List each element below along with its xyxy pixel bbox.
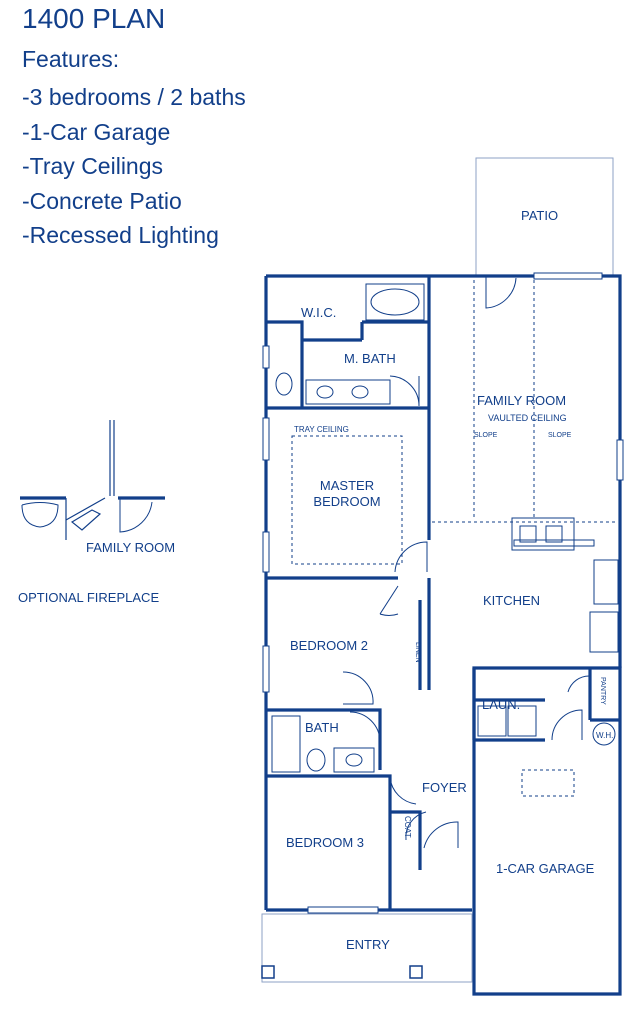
entry-label: ENTRY <box>346 937 390 952</box>
inset-fireplace-outline <box>65 497 106 540</box>
door-swing-icon <box>342 671 374 705</box>
foyer-label: FOYER <box>422 780 467 795</box>
toilet-icon <box>275 372 293 396</box>
counter-icon <box>513 539 595 547</box>
entry-porch <box>261 913 473 983</box>
interior-wall <box>472 668 545 742</box>
feature-item: -1-Car Garage <box>22 118 171 145</box>
master-bedroom-label: MASTER <box>320 478 374 493</box>
interior-wall <box>418 578 431 690</box>
range-icon <box>593 559 619 605</box>
door-swing-icon <box>379 585 399 616</box>
exterior-wall <box>266 274 622 668</box>
kitchen-sink-icon <box>511 517 575 551</box>
door-swing-icon <box>485 276 517 309</box>
wic-label: W.I.C. <box>301 305 336 320</box>
feature-item: -Tray Ceilings <box>22 153 164 180</box>
slope-label: SLOPE <box>548 432 572 439</box>
doors <box>342 276 591 849</box>
fixtures <box>271 283 619 797</box>
door-swing-icon <box>567 675 591 693</box>
coat-label: COAT <box>403 816 412 838</box>
water-heater-icon <box>592 722 616 746</box>
door-swing-icon <box>405 811 427 841</box>
door-swing-icon <box>389 777 417 805</box>
slope-label: SLOPE <box>474 432 498 439</box>
interior-wall <box>588 668 620 722</box>
bedroom-3-label: BEDROOM 3 <box>286 835 364 850</box>
interior-wall <box>302 320 429 342</box>
feature-item: -Concrete Patio <box>22 187 182 214</box>
exterior-walls <box>264 274 622 996</box>
inset-tub-outline <box>21 502 59 528</box>
ceiling-lines <box>291 280 616 565</box>
inset-family-room-label: FAMILY ROOM <box>86 540 175 555</box>
feature-item: -3 bedrooms / 2 baths <box>22 84 246 110</box>
door-swing-icon <box>349 711 381 743</box>
tray-ceiling-label: TRAY CEILING <box>294 425 349 434</box>
fireplace-inset: FAMILY ROOM OPTIONAL FIREPLACE <box>18 420 175 605</box>
linen-label: LINEN <box>414 642 421 663</box>
water-heater-label: W.H. <box>596 731 613 740</box>
sink-icon <box>345 753 363 767</box>
tub-icon <box>370 288 420 316</box>
window <box>262 645 270 693</box>
sink-icon <box>519 525 537 543</box>
bedroom-2-label: BEDROOM 2 <box>290 638 368 653</box>
master-bath-label: M. BATH <box>344 351 396 366</box>
feature-item: -Recessed Lighting <box>22 222 219 249</box>
door-swing-icon <box>119 498 153 533</box>
pantry-label: PANTRY <box>599 677 606 705</box>
vanity-icon <box>305 379 391 405</box>
door-swing-icon <box>389 375 420 407</box>
interior-walls <box>266 276 620 910</box>
toilet-icon <box>306 748 326 772</box>
window <box>262 345 270 369</box>
vaulted-ceiling-label: VAULTED CEILING <box>488 413 567 423</box>
refrigerator-icon <box>589 611 619 653</box>
vanity-icon <box>333 747 375 773</box>
master-bedroom-label: BEDROOM <box>313 494 380 509</box>
door-swing-icon <box>423 821 459 849</box>
tray-ceiling-outline <box>291 435 403 565</box>
sink-icon <box>545 525 563 543</box>
garage-light-outline <box>521 769 575 797</box>
interior-wall <box>266 774 392 910</box>
washer-icon <box>477 705 507 737</box>
garage-wall <box>472 666 622 996</box>
sink-icon <box>351 385 369 399</box>
door-swing-icon <box>394 541 428 573</box>
dryer-icon <box>507 705 537 737</box>
kitchen-label: KITCHEN <box>483 593 540 608</box>
door-swing-icon <box>551 709 583 741</box>
windows <box>262 272 624 914</box>
window <box>307 906 379 914</box>
features-list: -3 bedrooms / 2 baths -1-Car Garage -Tra… <box>22 80 246 253</box>
window <box>616 439 624 481</box>
room-labels: W.I.C. M. BATH FAMILY ROOM VAULTED CEILI… <box>286 305 613 952</box>
column-icon <box>409 965 423 979</box>
family-room-label: FAMILY ROOM <box>477 393 566 408</box>
interior-wall <box>390 810 422 870</box>
entry-outline <box>261 913 473 983</box>
patio-label: PATIO <box>521 208 558 223</box>
fireplace-icon <box>70 509 102 531</box>
patio-area: PATIO <box>475 157 614 277</box>
inset-caption: OPTIONAL FIREPLACE <box>18 590 159 605</box>
tub-icon <box>271 715 301 773</box>
window <box>262 417 270 461</box>
plan-title: 1400 PLAN <box>22 3 166 34</box>
column-icon <box>261 965 275 979</box>
window <box>262 531 270 573</box>
garage-label: 1-CAR GARAGE <box>496 861 595 876</box>
window <box>533 272 603 280</box>
laundry-label: LAUN. <box>482 697 520 712</box>
interior-wall <box>266 320 304 408</box>
tub-icon <box>365 283 425 321</box>
sink-icon <box>316 385 334 399</box>
bath-label: BATH <box>305 720 339 735</box>
interior-wall <box>266 708 382 770</box>
features-heading: Features: <box>22 46 120 72</box>
